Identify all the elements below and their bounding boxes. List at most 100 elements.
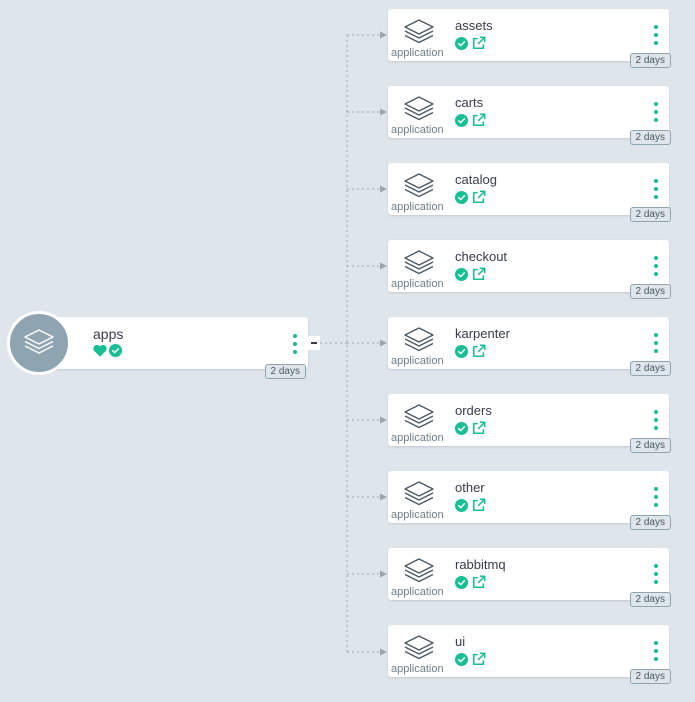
app-node-card[interactable]: application karpenter 2 days [388, 317, 671, 376]
kebab-menu-icon [293, 334, 297, 338]
node-title: checkout [455, 249, 508, 264]
node-status-icons [455, 344, 486, 358]
external-link-icon[interactable] [472, 190, 486, 204]
external-link-icon[interactable] [472, 652, 486, 666]
collapse-children-toggle[interactable] [308, 336, 320, 350]
root-status-icons [93, 344, 122, 357]
node-menu-button[interactable] [651, 256, 661, 276]
node-title: rabbitmq [455, 557, 506, 572]
node-menu-button[interactable] [651, 487, 661, 507]
app-node-card[interactable]: application checkout 2 days [388, 240, 671, 299]
check-circle-icon [455, 190, 468, 204]
node-age-badge: 2 days [629, 284, 671, 299]
node-age-badge: 2 days [629, 592, 671, 607]
app-node-card[interactable]: application rabbitmq 2 days [388, 548, 671, 607]
external-link-icon[interactable] [472, 113, 486, 127]
check-circle-icon [109, 344, 122, 357]
kebab-menu-icon [654, 564, 658, 568]
layers-icon [404, 327, 434, 352]
kebab-menu-icon [654, 487, 658, 491]
kebab-menu-icon [654, 179, 658, 183]
node-age-badge: 2 days [629, 207, 671, 222]
app-node-card[interactable]: application catalog 2 days [388, 163, 671, 222]
layers-icon [404, 96, 434, 121]
node-status-icons [455, 498, 486, 512]
root-menu-button[interactable] [290, 334, 300, 354]
node-age-badge: 2 days [629, 515, 671, 530]
app-node-card[interactable]: application assets 2 days [388, 9, 671, 68]
node-menu-button[interactable] [651, 25, 661, 45]
minus-icon [311, 342, 317, 344]
kebab-menu-icon [654, 102, 658, 106]
node-kind-label: application [391, 586, 444, 598]
check-circle-icon [455, 652, 468, 666]
app-node-card[interactable]: application ui 2 days [388, 625, 671, 684]
layers-icon [404, 173, 434, 198]
layers-icon [404, 635, 434, 660]
node-menu-button[interactable] [651, 641, 661, 661]
root-node-card[interactable]: apps 2 days [40, 317, 308, 379]
node-status-icons [455, 36, 486, 50]
app-node-card[interactable]: application carts 2 days [388, 86, 671, 145]
node-kind-label: application [391, 432, 444, 444]
node-age-badge: 2 days [629, 130, 671, 145]
node-menu-button[interactable] [651, 179, 661, 199]
heart-icon [93, 344, 107, 357]
node-status-icons [455, 575, 486, 589]
check-circle-icon [455, 344, 468, 358]
layers-icon [404, 481, 434, 506]
node-status-icons [455, 190, 486, 204]
layers-icon [404, 558, 434, 583]
node-kind-label: application [391, 124, 444, 136]
check-circle-icon [455, 421, 468, 435]
node-title: karpenter [455, 326, 510, 341]
node-title: assets [455, 18, 493, 33]
node-menu-button[interactable] [651, 102, 661, 122]
node-status-icons [455, 113, 486, 127]
check-circle-icon [455, 575, 468, 589]
external-link-icon[interactable] [472, 267, 486, 281]
node-title: ui [455, 634, 466, 649]
node-age-badge: 2 days [629, 669, 671, 684]
check-circle-icon [455, 267, 468, 281]
check-circle-icon [455, 498, 468, 512]
node-status-icons [455, 267, 486, 281]
node-age-badge: 2 days [629, 361, 671, 376]
external-link-icon[interactable] [472, 498, 486, 512]
node-status-icons [455, 421, 486, 435]
node-kind-label: application [391, 47, 444, 59]
app-node-card[interactable]: application orders 2 days [388, 394, 671, 453]
root-age-badge: 2 days [264, 364, 306, 379]
node-status-icons [455, 652, 486, 666]
external-link-icon[interactable] [472, 36, 486, 50]
layers-icon [404, 19, 434, 44]
node-title: catalog [455, 172, 497, 187]
node-title: orders [455, 403, 492, 418]
external-link-icon[interactable] [472, 575, 486, 589]
node-title: carts [455, 95, 484, 110]
node-kind-label: application [391, 278, 444, 290]
check-circle-icon [455, 36, 468, 50]
node-kind-label: application [391, 201, 444, 213]
layers-icon [404, 404, 434, 429]
kebab-menu-icon [654, 410, 658, 414]
external-link-icon[interactable] [472, 421, 486, 435]
node-age-badge: 2 days [629, 438, 671, 453]
node-kind-label: application [391, 663, 444, 675]
node-title: other [455, 480, 485, 495]
kebab-menu-icon [654, 256, 658, 260]
kebab-menu-icon [654, 333, 658, 337]
kebab-menu-icon [654, 25, 658, 29]
check-circle-icon [455, 113, 468, 127]
app-node-card[interactable]: application other 2 days [388, 471, 671, 530]
node-menu-button[interactable] [651, 564, 661, 584]
external-link-icon[interactable] [472, 344, 486, 358]
node-kind-label: application [391, 509, 444, 521]
root-node-title: apps [93, 326, 124, 342]
root-node-icon [7, 311, 71, 375]
layers-icon [24, 329, 54, 354]
node-menu-button[interactable] [651, 333, 661, 353]
node-menu-button[interactable] [651, 410, 661, 430]
